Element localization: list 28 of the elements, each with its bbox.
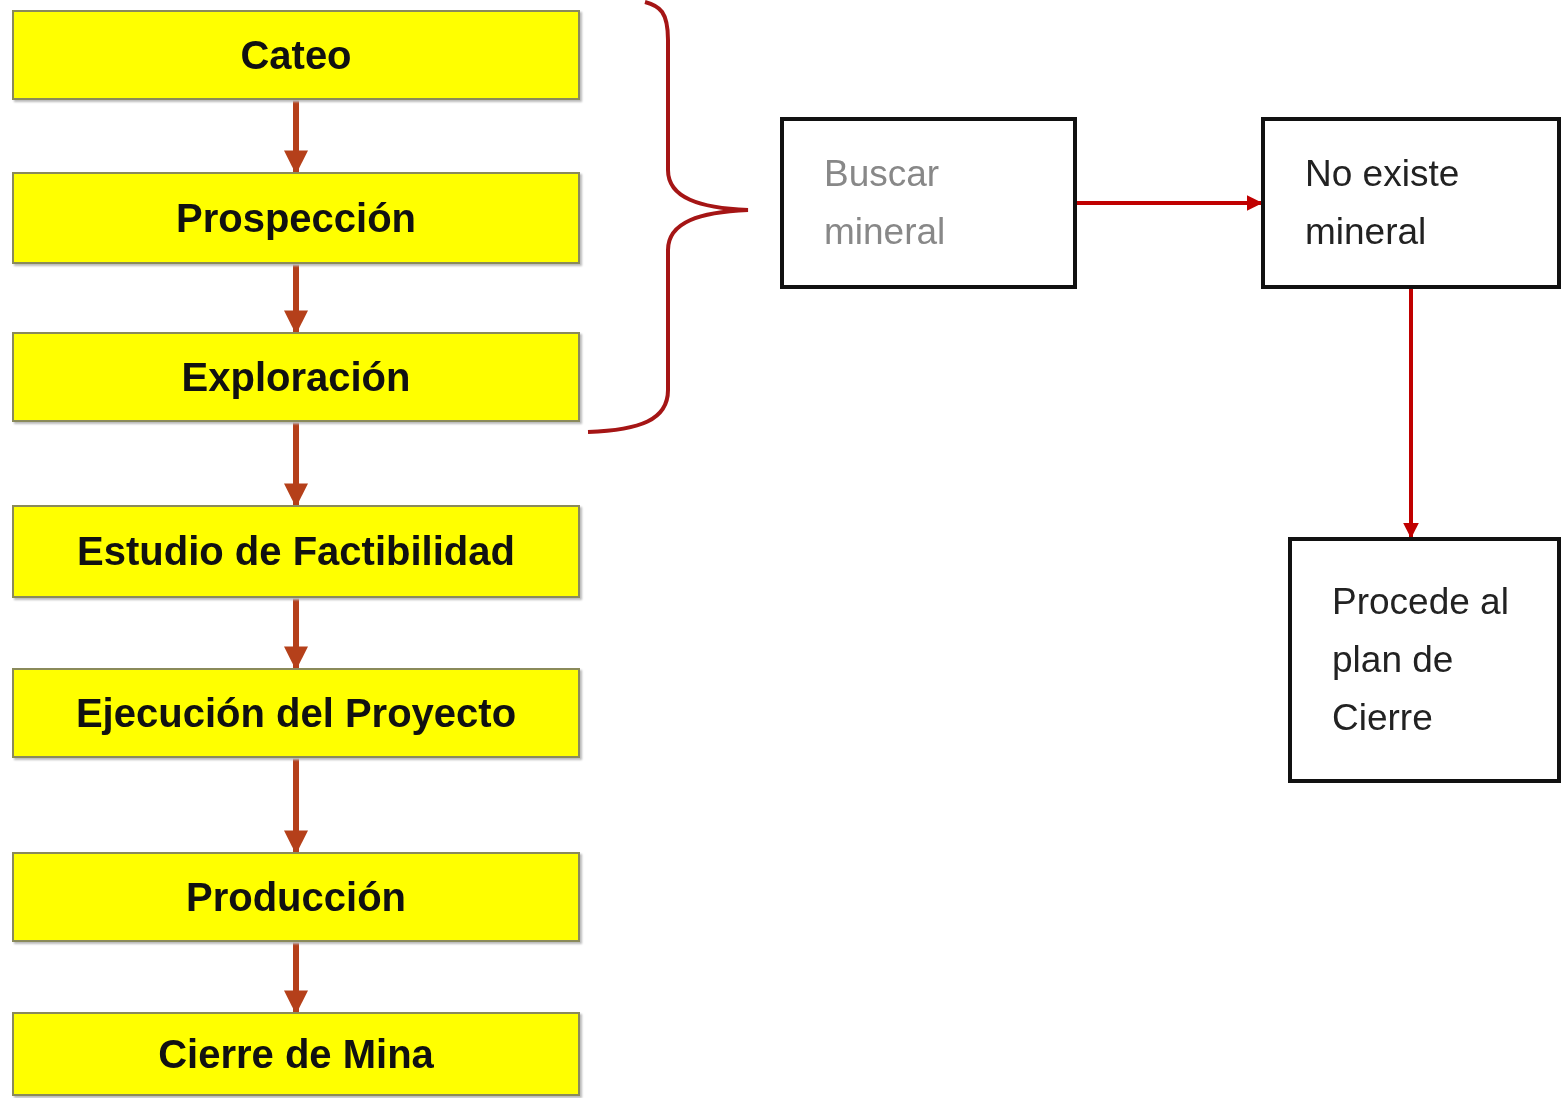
box-label: No existe mineral xyxy=(1305,152,1461,254)
arrow xyxy=(284,422,308,508)
box-label: Producción xyxy=(186,874,406,920)
box-label: Cateo xyxy=(240,32,352,78)
arrow xyxy=(284,598,308,671)
box-label: Procede al plan de Cierre xyxy=(1332,580,1510,740)
text-box xyxy=(780,117,1077,289)
text-box xyxy=(1261,117,1561,289)
box-label: Exploración xyxy=(181,354,411,400)
arrow xyxy=(1403,289,1419,539)
arrow xyxy=(284,942,308,1015)
arrow xyxy=(284,758,308,855)
box-label: Buscar mineral xyxy=(824,152,947,254)
box-label: Ejecución del Proyecto xyxy=(75,690,517,736)
process-box xyxy=(12,668,580,758)
box-label: Prospección xyxy=(175,195,417,241)
box-label: Estudio de Factibilidad xyxy=(77,529,515,574)
arrow xyxy=(284,100,308,175)
box-label: Cierre de Mina xyxy=(158,1031,434,1077)
process-box xyxy=(12,332,580,422)
process-box xyxy=(12,1012,580,1096)
process-box xyxy=(12,172,580,264)
process-box xyxy=(12,852,580,942)
process-box xyxy=(12,10,580,100)
arrow xyxy=(1077,195,1263,211)
text-box xyxy=(1288,537,1561,783)
arrow xyxy=(284,264,308,335)
process-box xyxy=(12,505,580,598)
